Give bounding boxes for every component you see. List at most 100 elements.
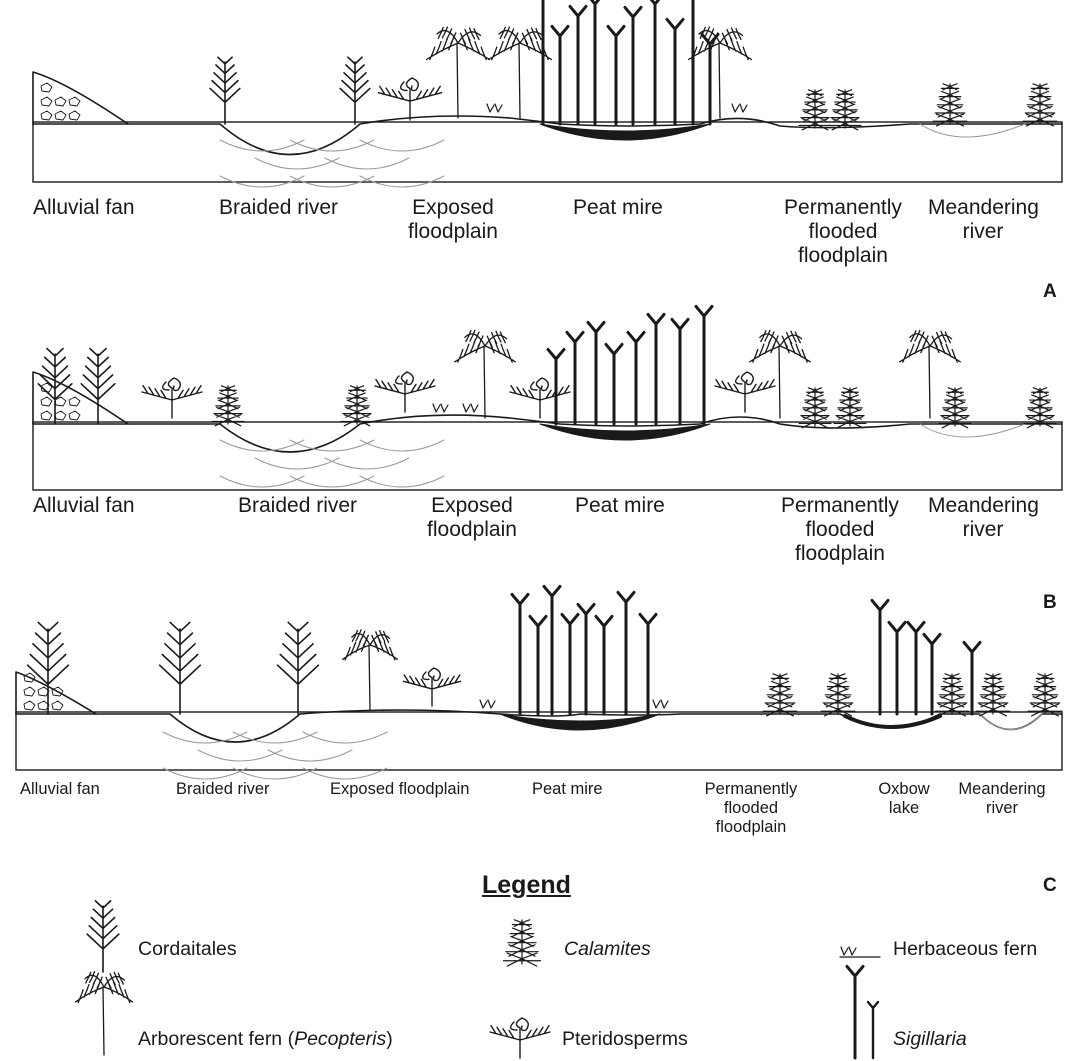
pteridosperm-fronds — [489, 1017, 551, 1059]
arborescent-fern-icon — [425, 26, 491, 119]
calamites-icon — [828, 89, 862, 131]
pteridosperm-icon — [714, 371, 776, 413]
arborescent-fern-icon — [687, 26, 753, 119]
sigillaria-trunk — [604, 342, 624, 426]
herbaceous-fern-icon — [479, 699, 496, 709]
pteridosperm-icon — [402, 667, 462, 707]
legend-label-cordaitales: Cordaitales — [138, 938, 237, 960]
herbaceous-fern-fronds — [479, 699, 496, 709]
sigillaria-icon — [638, 612, 658, 716]
label-b-meandering-river: Meandering river — [928, 494, 1039, 542]
sigillaria-icon — [866, 1000, 880, 1060]
cordaitales-branches — [86, 900, 120, 973]
cordaitales-branches — [37, 347, 73, 425]
panel-letter-b: B — [1043, 592, 1057, 613]
panel-c-alluvial-fan — [15, 671, 97, 715]
sigillaria-icon — [586, 320, 606, 426]
pteridosperm-fronds — [714, 371, 776, 413]
calamites-icon — [932, 83, 968, 127]
calamites-whorls — [828, 89, 862, 131]
sigillaria-icon — [510, 592, 530, 716]
sigillaria-icon — [962, 640, 982, 716]
sigillaria-trunk — [670, 317, 690, 426]
sigillaria-trunk — [546, 347, 566, 426]
sigillaria-icon — [565, 330, 585, 426]
sigillaria-trunk — [694, 304, 714, 426]
sigillaria-icon — [546, 347, 566, 426]
calamites-whorls — [211, 385, 245, 427]
sigillaria-trunk — [665, 17, 685, 126]
sigillaria-icon — [665, 17, 685, 126]
arborescent-fern-fronds — [425, 26, 491, 119]
sigillaria-icon — [870, 598, 890, 716]
sigillaria-icon — [589, 0, 601, 126]
sigillaria-icon — [887, 620, 907, 716]
calamites-icon — [502, 919, 542, 967]
calamites-icon — [762, 673, 798, 717]
sigillaria-trunk — [638, 612, 658, 716]
label-a-permanently-flooded: Permanently flooded floodplain — [784, 196, 902, 268]
calamites-whorls — [798, 387, 832, 429]
panel-a-section-box — [32, 121, 1063, 183]
sigillaria-icon — [700, 32, 720, 126]
panel-b-peat — [539, 423, 711, 441]
cordaitales-tree-icon — [86, 900, 120, 973]
calamites-whorls — [1027, 673, 1063, 717]
sigillaria-icon — [922, 632, 942, 716]
label-a-meandering-river: Meandering river — [928, 196, 1039, 244]
label-a-exposed-floodplain: Exposed floodplain — [408, 196, 498, 244]
pteridosperm-icon — [489, 1017, 551, 1059]
label-c-braided-river: Braided river — [176, 780, 270, 798]
calamites-icon — [1022, 83, 1058, 127]
pteridosperm-fronds — [374, 371, 436, 413]
calamites-whorls — [502, 919, 542, 967]
label-c-exposed-floodplain: Exposed floodplain — [330, 780, 470, 798]
calamites-whorls — [762, 673, 798, 717]
sigillaria-icon — [528, 614, 548, 716]
panel-letter-a: A — [1043, 281, 1057, 302]
calamites-icon — [798, 89, 832, 131]
sigillaria-icon — [594, 614, 614, 716]
label-c-peat-mire: Peat mire — [532, 780, 603, 798]
sigillaria-icon — [626, 330, 646, 426]
calamites-whorls — [975, 673, 1011, 717]
sigillaria-icon — [845, 964, 865, 1060]
sigillaria-trunk — [649, 0, 661, 126]
panel-a-braided-bedding — [219, 139, 445, 188]
calamites-icon — [340, 385, 374, 427]
arborescent-fern-fronds — [899, 329, 961, 419]
cordaitales-branches — [209, 56, 241, 125]
sigillaria-trunk — [922, 632, 942, 716]
label-b-peat-mire: Peat mire — [575, 494, 665, 517]
sigillaria-trunk — [623, 5, 643, 126]
arborescent-fern-fronds — [74, 970, 134, 1056]
pteridosperm-icon — [509, 377, 571, 419]
herbaceous-fern-fronds — [432, 403, 449, 413]
panel-a-meander-channel — [919, 123, 1026, 138]
legend-label-calamites: Calamites — [564, 938, 651, 960]
sigillaria-icon — [670, 317, 690, 426]
sigillaria-trunk — [510, 592, 530, 716]
herbaceous-fern-fronds — [840, 946, 857, 956]
legend-label-herbaceous-fern: Herbaceous fern — [893, 938, 1038, 960]
panel-c-meander-channel — [979, 713, 1043, 730]
sigillaria-icon — [541, 0, 545, 126]
panel-a-alluvial-fan — [32, 71, 129, 125]
pteridosperm-fronds — [377, 77, 443, 121]
cordaitales-tree-icon — [339, 56, 371, 125]
label-b-permanently-flooded: Permanently flooded floodplain — [781, 494, 899, 566]
sigillaria-trunk — [542, 584, 562, 716]
calamites-whorls — [833, 387, 867, 429]
arborescent-fern-icon — [899, 329, 961, 419]
pteridosperm-fronds — [141, 377, 203, 419]
panel-a-section — [32, 71, 1063, 188]
cordaitales-tree-icon — [26, 621, 70, 715]
sigillaria-trunk — [616, 590, 636, 716]
sigillaria-icon — [576, 602, 596, 716]
label-b-exposed-floodplain: Exposed floodplain — [427, 494, 517, 542]
sigillaria-icon — [606, 24, 626, 126]
panel-b-alluvial-fan-pebbles — [40, 382, 81, 421]
calamites-icon — [820, 673, 856, 717]
pteridosperm-fronds — [509, 377, 571, 419]
calamites-icon — [975, 673, 1011, 717]
